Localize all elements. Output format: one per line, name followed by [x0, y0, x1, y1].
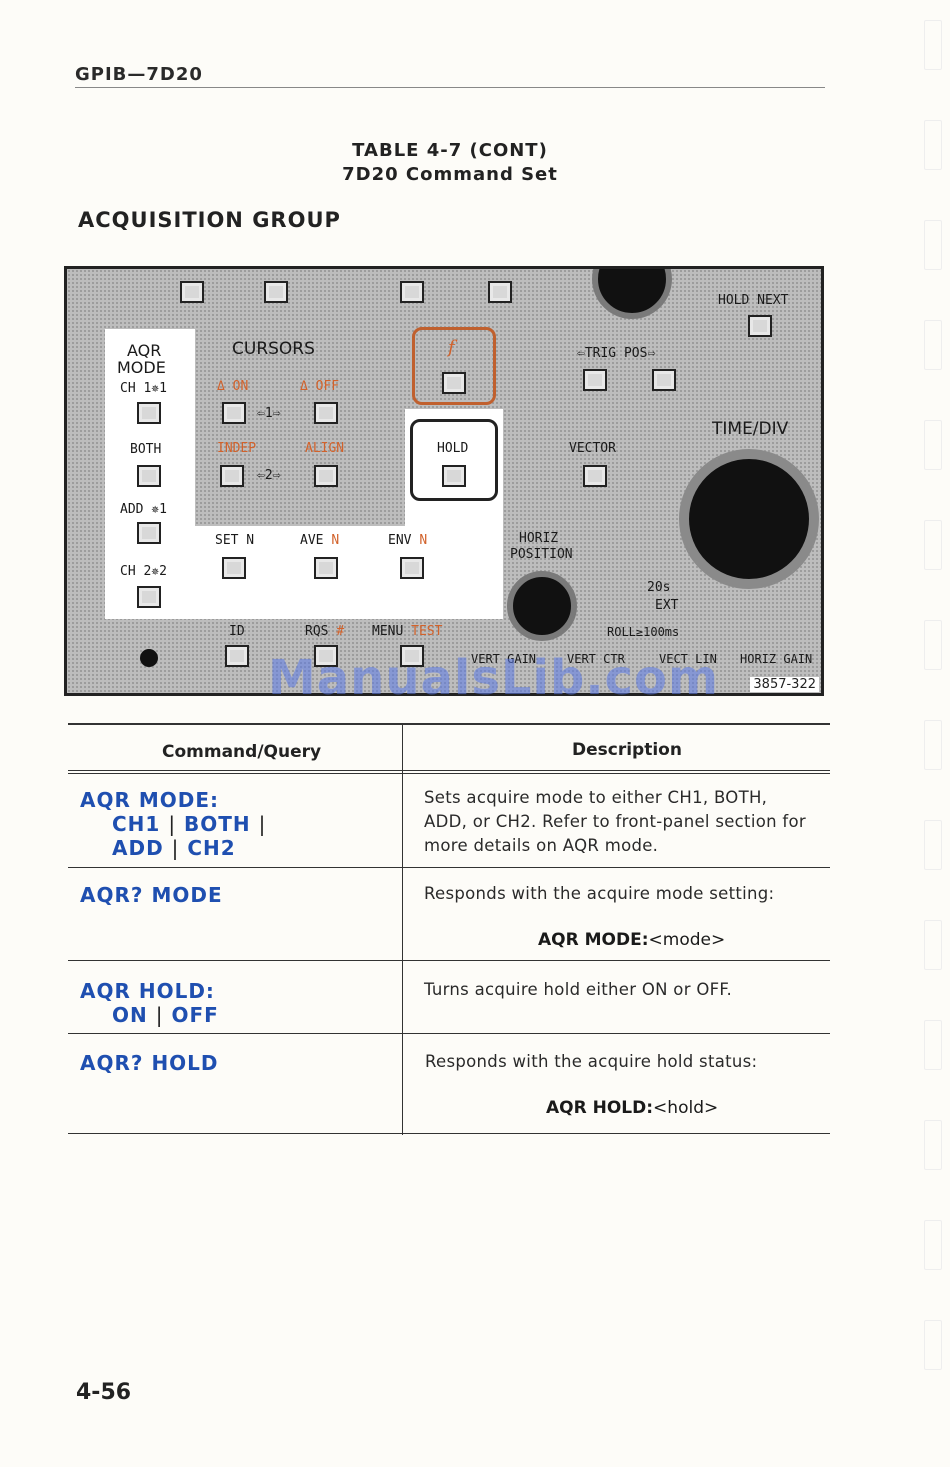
- delta-off-label: Δ OFF: [300, 379, 340, 394]
- figure-number: 3857-322: [750, 677, 819, 692]
- top-button-4: [488, 281, 512, 303]
- cursor-1-label: ⇦1⇨: [257, 406, 281, 421]
- id-button: [225, 645, 249, 667]
- hold-next-label: HOLD NEXT: [718, 293, 789, 308]
- menu-button: [400, 645, 424, 667]
- ch2-button: [137, 586, 161, 608]
- align-button: [314, 465, 338, 487]
- rqs-label: RQS #: [305, 624, 345, 639]
- ave-label: AVE N: [300, 533, 340, 548]
- ch1-label: CH 1✵1: [120, 381, 167, 396]
- description-aqr-mode: Sets acquire mode to either CH1, BOTH, A…: [424, 788, 806, 855]
- watermark: ManualsLib.com: [268, 650, 719, 706]
- add-label: ADD ✵1: [120, 502, 167, 517]
- position-label: POSITION: [510, 547, 573, 562]
- align-label: ALIGN: [305, 441, 345, 456]
- cursors-label: CURSORS: [232, 339, 315, 359]
- header-rule: [75, 87, 825, 88]
- table-top-rule: [68, 723, 830, 725]
- page-edge-tabs: [924, 20, 942, 1440]
- twenty-s-label: 20s: [647, 580, 671, 595]
- trigger-knob: [592, 269, 672, 319]
- vert-gain-label: VERT GAIN: [471, 652, 537, 666]
- set-n-button: [222, 557, 246, 579]
- time-div-knob: [679, 449, 819, 589]
- function-button-frame: [412, 327, 496, 405]
- row-rule-3: [68, 1033, 830, 1034]
- delta-on-button: [222, 402, 246, 424]
- hold-button-frame: [410, 419, 498, 501]
- row-rule-2: [68, 960, 830, 961]
- command-aqr-hold: AQR HOLD:: [80, 979, 215, 1003]
- aqr-label: AQR: [127, 341, 162, 360]
- page-number: 4-56: [76, 1380, 132, 1405]
- ext-label: EXT: [655, 598, 679, 613]
- mode-label: MODE: [117, 358, 166, 377]
- response-mode: AQR MODE:<mode>: [538, 930, 726, 950]
- command-options-line2: ADD | CH2: [112, 836, 236, 860]
- cursor-2-label: ⇦2⇨: [257, 468, 281, 483]
- env-label: ENV N: [388, 533, 428, 548]
- vector-label: VECTOR: [569, 441, 616, 456]
- description-aqr-query-mode: Responds with the acquire mode setting:: [424, 884, 775, 903]
- setn-zone: [195, 526, 503, 619]
- rqs-button: [314, 645, 338, 667]
- both-button: [137, 465, 161, 487]
- time-div-label: TIME/DIV: [712, 419, 789, 439]
- set-n-label: SET N: [215, 533, 255, 548]
- hold-next-button: [748, 315, 772, 337]
- top-button-3: [400, 281, 424, 303]
- table-title: TABLE 4-7 (CONT): [352, 140, 548, 161]
- column-header-command: Command/Query: [162, 742, 322, 762]
- menu-test-label: MENU TEST: [372, 624, 443, 639]
- table-subtitle: 7D20 Command Set: [342, 164, 558, 185]
- vect-lin-label: VECT LIN: [659, 652, 717, 666]
- indep-button: [220, 465, 244, 487]
- vert-ctr-label: VERT CTR: [567, 652, 625, 666]
- top-button-2: [264, 281, 288, 303]
- running-head: GPIB—7D20: [75, 64, 203, 85]
- table-column-divider: [402, 723, 403, 1135]
- header-double-rule: [68, 770, 830, 774]
- bottom-left-knob: [140, 649, 158, 667]
- trig-button: [583, 369, 607, 391]
- description-aqr-hold: Turns acquire hold either ON or OFF.: [424, 980, 733, 999]
- front-panel-illustration: AQR MODE CH 1✵1 BOTH ADD ✵1 CH 2✵2 CURSO…: [64, 266, 824, 696]
- row-rule-1: [68, 867, 830, 868]
- command-aqr-query-mode: AQR? MODE: [80, 883, 223, 907]
- function-button: [442, 372, 466, 394]
- command-aqr-query-hold: AQR? HOLD: [80, 1051, 219, 1075]
- trig-pos-label: ⇦TRIG POS⇨: [577, 346, 656, 361]
- delta-off-button: [314, 402, 338, 424]
- description-aqr-query-hold: Responds with the acquire hold status:: [425, 1052, 758, 1071]
- id-label: ID: [229, 624, 245, 639]
- horiz-label: HORIZ: [519, 531, 559, 546]
- both-label: BOTH: [130, 442, 162, 457]
- command-hold-options: ON | OFF: [112, 1003, 219, 1027]
- hold-button: [442, 465, 466, 487]
- response-hold: AQR HOLD:<hold>: [546, 1098, 719, 1118]
- indep-label: INDEP: [217, 441, 257, 456]
- command-aqr-mode: AQR MODE:: [80, 788, 220, 812]
- ch1-button: [137, 402, 161, 424]
- table-row: AQR HOLD: ON | OFF: [80, 979, 219, 1027]
- pos-button: [652, 369, 676, 391]
- vector-button: [583, 465, 607, 487]
- env-button: [400, 557, 424, 579]
- delta-on-label: Δ ON: [217, 379, 249, 394]
- table-row: AQR MODE: CH1 | BOTH | ADD | CH2: [80, 788, 266, 860]
- horiz-gain-label: HORIZ GAIN: [740, 652, 813, 666]
- column-header-description: Description: [572, 740, 682, 760]
- hold-label: HOLD: [437, 441, 469, 456]
- table-bottom-rule: [68, 1133, 830, 1134]
- ch2-label: CH 2✵2: [120, 564, 167, 579]
- roll-label: ROLL≥100ms: [607, 625, 680, 639]
- command-options-line1: CH1 | BOTH |: [112, 812, 267, 836]
- top-button-1: [180, 281, 204, 303]
- function-symbol: f: [448, 337, 455, 358]
- add-button: [137, 522, 161, 544]
- ave-button: [314, 557, 338, 579]
- section-title: ACQUISITION GROUP: [78, 208, 341, 232]
- horiz-position-knob: [507, 571, 577, 641]
